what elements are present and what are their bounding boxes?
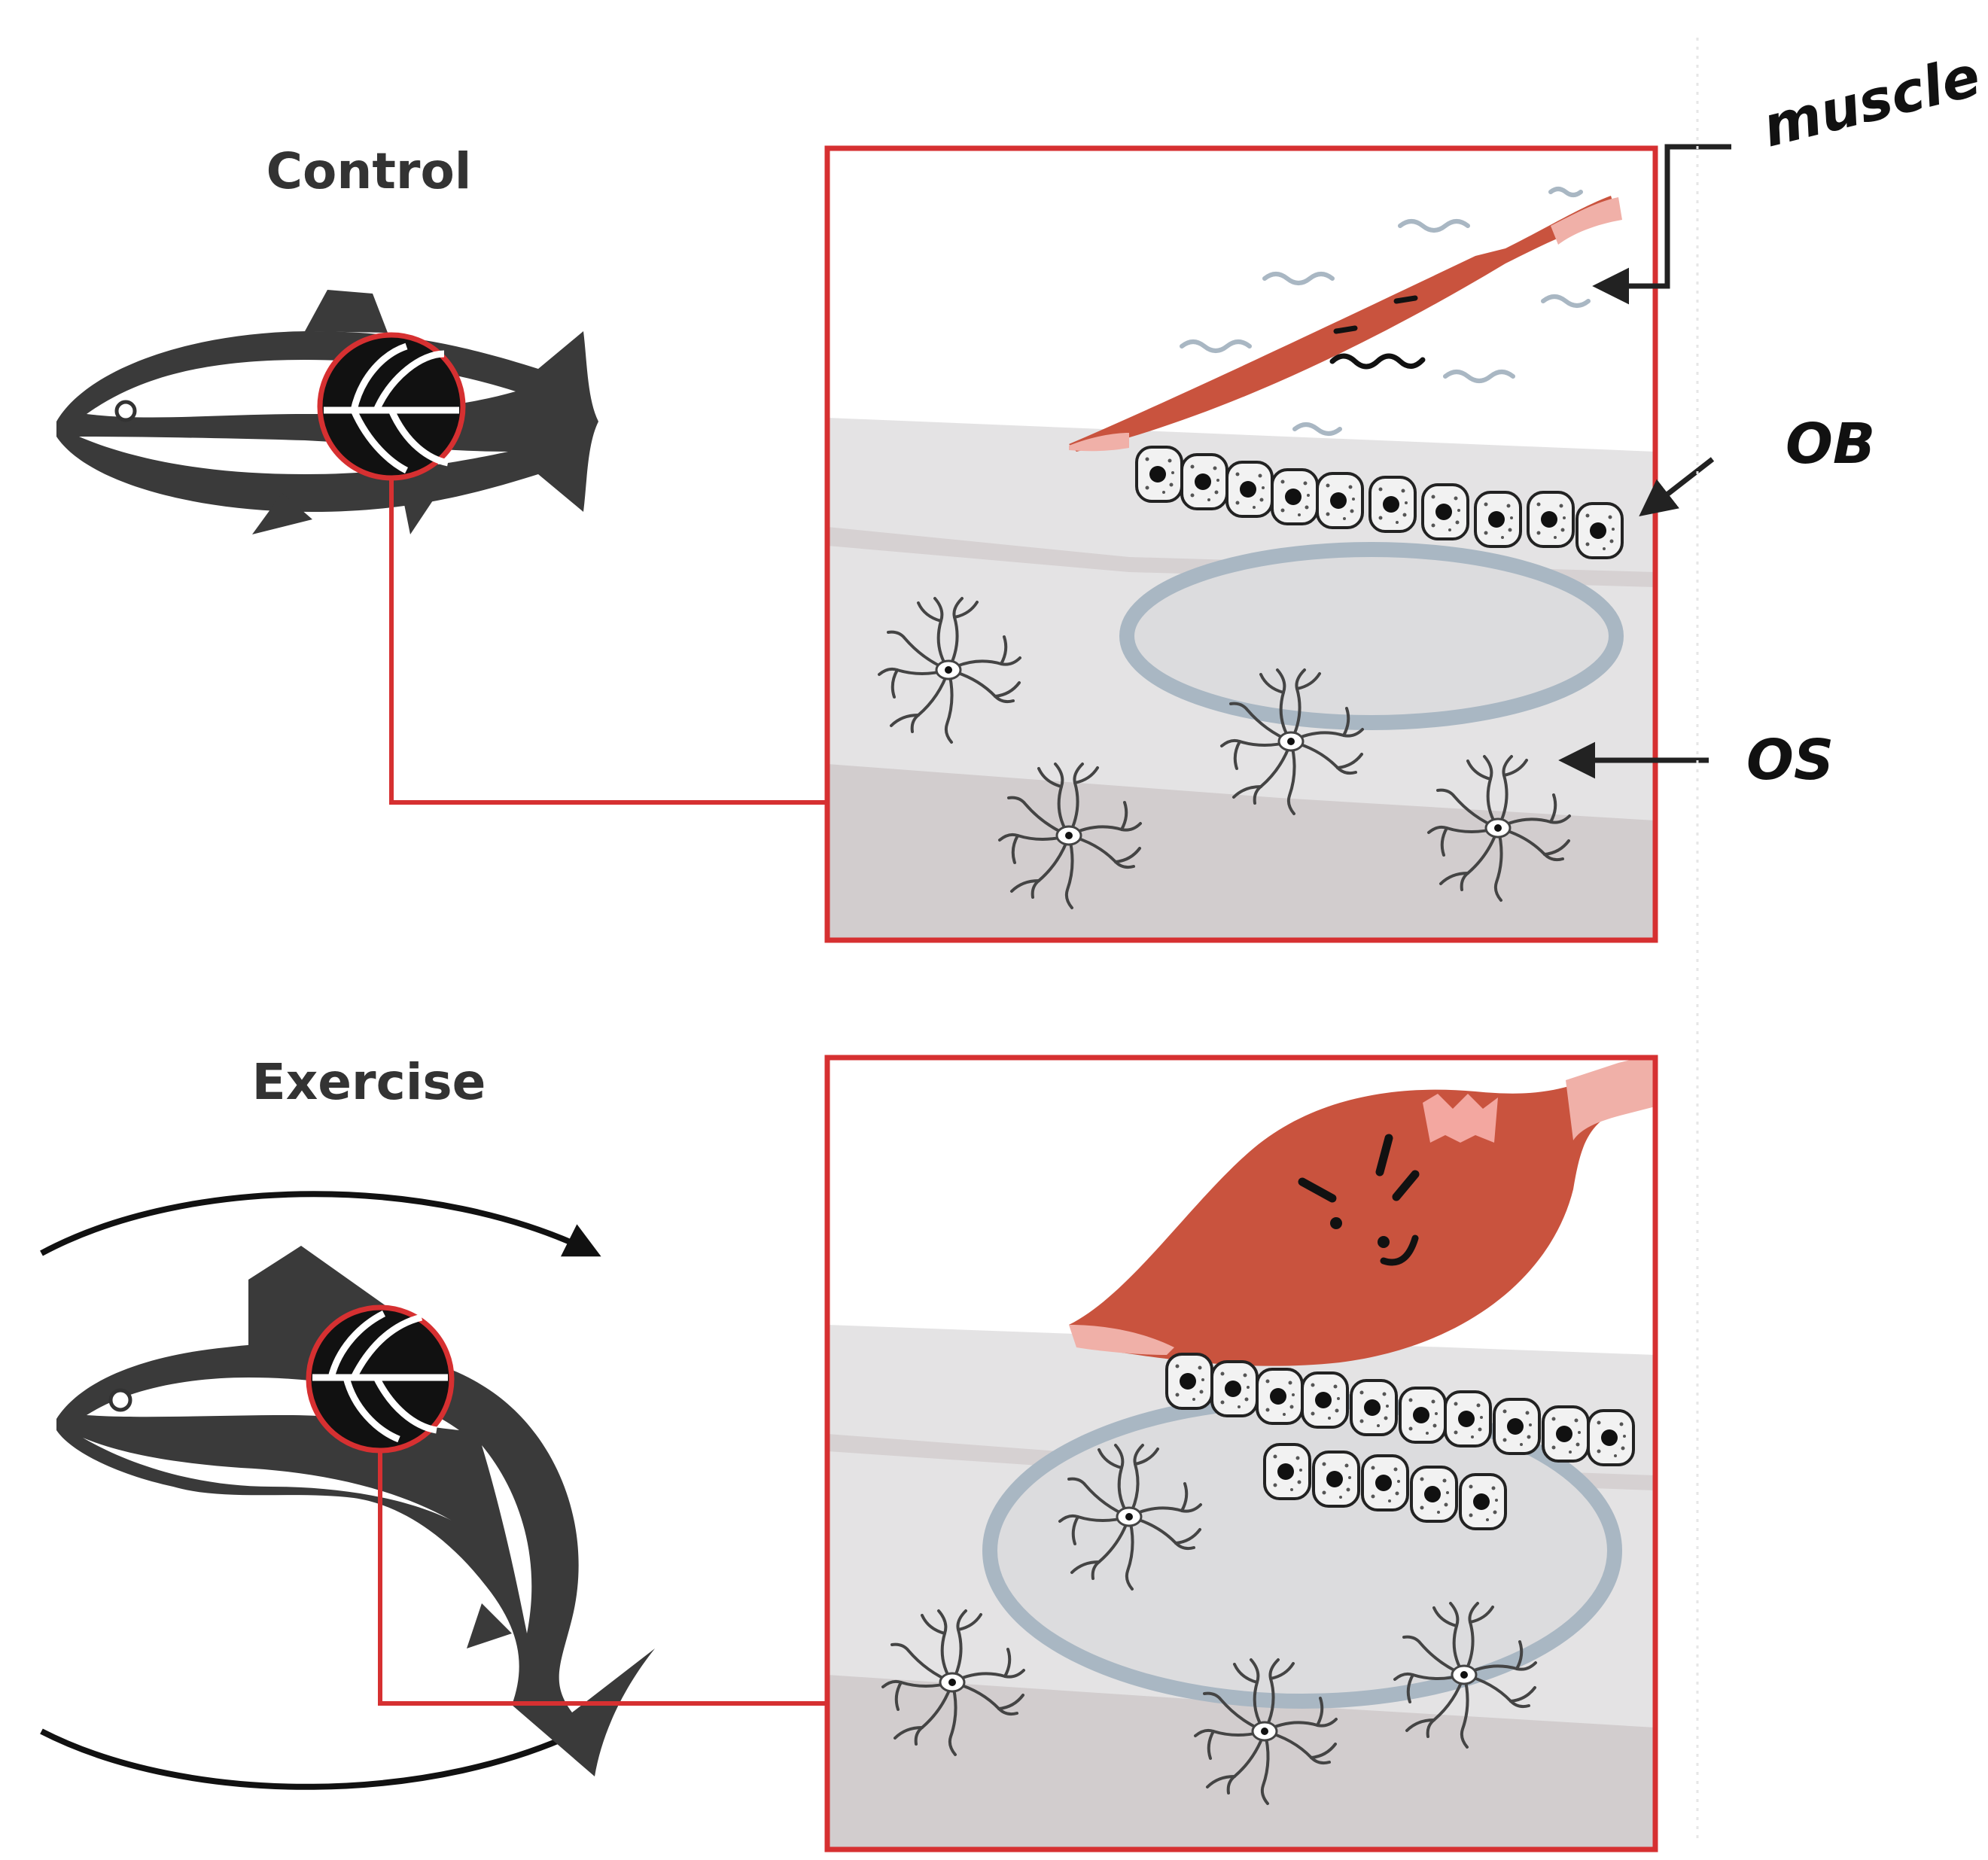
exercise-magnifier bbox=[306, 1304, 455, 1454]
muscle-label: muscle bbox=[1757, 44, 1986, 160]
curved-arrow-icon bbox=[40, 1191, 601, 1790]
control-zoom-connector bbox=[389, 479, 827, 805]
exercise-zoom-connector bbox=[378, 1451, 827, 1706]
sad-face-icon bbox=[1329, 295, 1426, 370]
control-tissue-panel bbox=[824, 145, 1658, 943]
muscle-control bbox=[1069, 187, 1622, 452]
determined-face-icon bbox=[1298, 1134, 1420, 1266]
os-callout: OS bbox=[1558, 728, 1834, 793]
os-label: OS bbox=[1746, 728, 1834, 793]
control-title: Control bbox=[266, 142, 472, 200]
ob-callout: OB bbox=[1639, 412, 1875, 517]
exercise-title: Exercise bbox=[252, 1053, 486, 1111]
muscle-exercise bbox=[1069, 1058, 1655, 1366]
control-magnifier bbox=[317, 332, 466, 481]
exercise-tissue-panel bbox=[824, 1055, 1658, 1852]
lacuna-ring bbox=[1119, 542, 1624, 730]
ob-label: OB bbox=[1786, 412, 1875, 476]
